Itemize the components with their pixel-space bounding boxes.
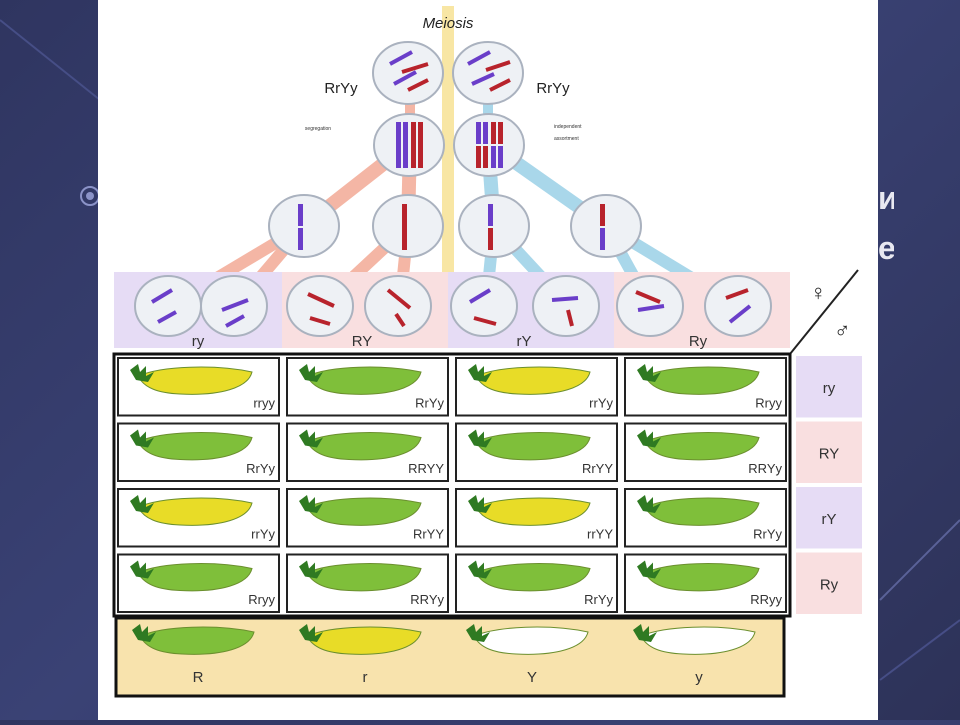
meiosis-paths bbox=[166, 6, 742, 312]
pod-stem-icon bbox=[466, 624, 490, 642]
genotype-label: rrYy bbox=[251, 527, 275, 542]
pod-stem-icon bbox=[130, 364, 154, 382]
pea-pod-icon bbox=[299, 495, 422, 526]
genotype-label: Rryy bbox=[248, 592, 275, 607]
metaphase-cell-left bbox=[373, 113, 445, 177]
male-symbol: ♂ bbox=[834, 318, 851, 343]
genotype-label: RrYy bbox=[246, 461, 275, 476]
legend-label: y bbox=[695, 669, 703, 686]
genotype-label: Rryy bbox=[755, 396, 782, 411]
legend-label: R bbox=[193, 669, 204, 686]
gamete-label: Ry bbox=[689, 333, 708, 350]
row-gamete-cell bbox=[796, 356, 862, 418]
pea-pod-icon bbox=[130, 560, 253, 592]
legend-label: Y bbox=[527, 669, 537, 686]
segregation-label: segregation bbox=[305, 126, 331, 132]
pea-pod-icon bbox=[468, 429, 591, 461]
pod-stem-icon bbox=[468, 560, 492, 579]
genotype-label: rrYY bbox=[587, 527, 613, 542]
pod-stem-icon bbox=[299, 624, 323, 642]
dihybrid-cross-diagram: Meiosis RrYy RrYy segregation independen… bbox=[98, 0, 878, 720]
row-gamete-label: Ry bbox=[820, 576, 839, 593]
pod-stem-icon bbox=[633, 624, 657, 642]
genotype-label: RRYY bbox=[408, 461, 444, 476]
pea-pod-icon bbox=[637, 495, 760, 526]
female-symbol: ♀ bbox=[810, 280, 827, 305]
row-gamete-label: ry bbox=[823, 380, 836, 397]
genotype-label: RrYY bbox=[413, 527, 444, 542]
genotype-label: RrYy bbox=[415, 396, 444, 411]
pod-stem-icon bbox=[468, 495, 492, 513]
metaphase-cell-right bbox=[453, 113, 525, 177]
pod-stem-icon bbox=[637, 429, 661, 448]
genotype-label: rrYy bbox=[589, 396, 613, 411]
genotype-label: RRYy bbox=[748, 461, 782, 476]
pod-stem-icon bbox=[299, 364, 323, 382]
diagram-title: Meiosis bbox=[423, 15, 474, 32]
legend-pea-pod-icon bbox=[132, 624, 255, 655]
assortment-label-1: independent bbox=[554, 124, 582, 130]
pod-stem-icon bbox=[130, 429, 154, 448]
assortment-label-2: assortment bbox=[554, 136, 579, 142]
gamete-cells bbox=[134, 275, 772, 337]
row-gamete-label: rY bbox=[822, 511, 837, 528]
pea-pod-icon bbox=[299, 364, 422, 395]
row-gamete-label: RY bbox=[819, 445, 840, 462]
pod-stem-icon bbox=[468, 429, 492, 448]
pea-pod-icon bbox=[637, 364, 760, 395]
genotype-label: RRyy bbox=[750, 592, 782, 607]
pea-pod-icon bbox=[299, 429, 422, 461]
pod-stem-icon bbox=[637, 560, 661, 579]
pea-pod-icon bbox=[130, 364, 253, 395]
legend-pea-pod-icon bbox=[299, 624, 422, 655]
row-gamete-cell bbox=[796, 552, 862, 614]
legend-pea-pod-icon bbox=[633, 624, 756, 655]
slide-text-fragment: и bbox=[878, 180, 894, 216]
pod-stem-icon bbox=[468, 364, 492, 382]
gamete-label: ry bbox=[192, 333, 205, 350]
pea-pod-icon bbox=[637, 429, 760, 461]
parent-cell-left bbox=[372, 41, 444, 105]
legend-pea-pod-icon bbox=[466, 624, 589, 655]
pea-pod-icon bbox=[130, 429, 253, 461]
gamete-label: RY bbox=[352, 333, 373, 350]
pea-pod-icon bbox=[468, 364, 591, 395]
genotype-label: RrYY bbox=[582, 461, 613, 476]
bullet-icon bbox=[80, 186, 100, 206]
row-gamete-cell bbox=[796, 421, 862, 483]
pea-pod-icon bbox=[637, 560, 760, 592]
row-gamete-cell bbox=[796, 487, 862, 549]
pod-stem-icon bbox=[299, 495, 323, 513]
pod-stem-icon bbox=[130, 560, 154, 579]
pea-pod-icon bbox=[299, 560, 422, 592]
pod-stem-icon bbox=[132, 624, 156, 642]
genotype-label: RRYy bbox=[410, 592, 444, 607]
pod-stem-icon bbox=[637, 364, 661, 382]
parent-genotype-left: RrYy bbox=[324, 80, 358, 97]
slide-text-fragment: е bbox=[878, 230, 894, 266]
pod-stem-icon bbox=[299, 429, 323, 448]
pea-pod-icon bbox=[130, 495, 253, 526]
corner-divider bbox=[789, 269, 859, 355]
genotype-label: RrYy bbox=[753, 527, 782, 542]
meiosis-one-cells bbox=[268, 194, 642, 258]
gamete-label: rY bbox=[517, 333, 532, 350]
genotype-label: rryy bbox=[253, 396, 275, 411]
genotype-label: RrYy bbox=[584, 592, 613, 607]
parent-genotype-right: RrYy bbox=[536, 80, 570, 97]
pod-stem-icon bbox=[637, 495, 661, 513]
pod-stem-icon bbox=[299, 560, 323, 579]
legend-label: r bbox=[363, 669, 368, 686]
pea-pod-icon bbox=[468, 495, 591, 526]
pea-pod-icon bbox=[468, 560, 591, 592]
pod-stem-icon bbox=[130, 495, 154, 513]
parent-cell-right bbox=[452, 41, 524, 105]
